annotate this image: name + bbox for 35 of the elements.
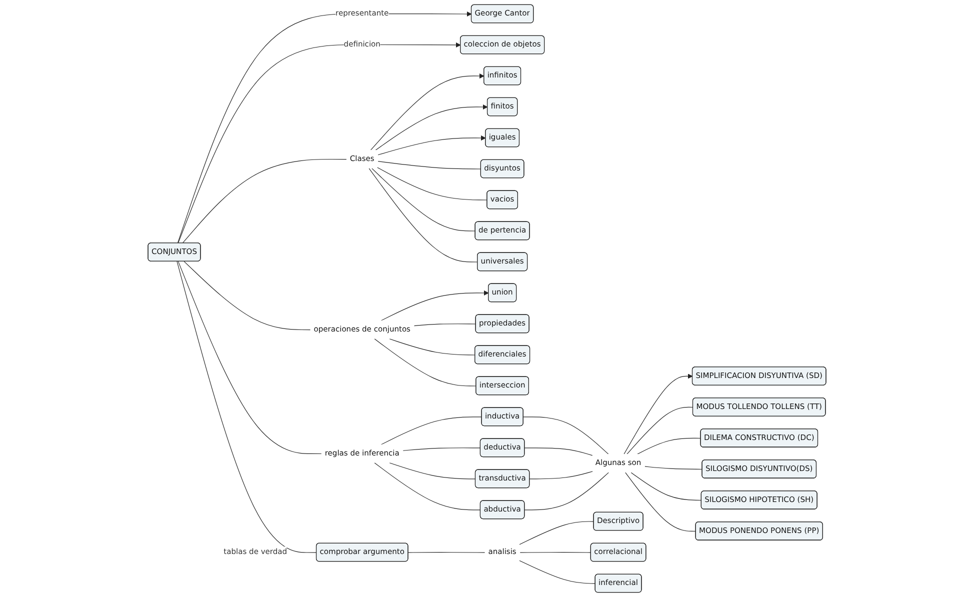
connector bbox=[625, 472, 696, 532]
connector bbox=[524, 448, 593, 456]
connector bbox=[389, 338, 476, 356]
arrow bbox=[378, 135, 486, 156]
connector bbox=[184, 261, 311, 330]
connector bbox=[374, 462, 481, 510]
arrow bbox=[624, 374, 693, 455]
connector bbox=[182, 158, 347, 244]
connector bbox=[644, 466, 703, 470]
connector bbox=[389, 462, 476, 480]
connector bbox=[408, 552, 486, 553]
connector bbox=[636, 438, 702, 455]
connector bbox=[178, 261, 322, 454]
arrow bbox=[370, 73, 484, 150]
connector bbox=[380, 416, 482, 445]
connector bbox=[519, 560, 596, 584]
arrow bbox=[380, 290, 489, 321]
connector bbox=[372, 168, 476, 232]
connector bbox=[524, 472, 609, 510]
connector bbox=[378, 161, 482, 170]
connector bbox=[402, 448, 481, 451]
arrow bbox=[375, 104, 488, 150]
connector bbox=[523, 416, 609, 455]
connector bbox=[176, 261, 317, 553]
connector bbox=[520, 552, 592, 553]
connector bbox=[519, 521, 594, 545]
connector bbox=[630, 472, 702, 501]
arrow bbox=[177, 11, 472, 244]
connector bbox=[529, 471, 593, 480]
connector bbox=[374, 338, 476, 386]
arrow bbox=[178, 42, 461, 244]
connector bbox=[414, 324, 476, 326]
connector bbox=[368, 168, 478, 262]
connector bbox=[377, 167, 488, 200]
connector bbox=[626, 406, 694, 455]
